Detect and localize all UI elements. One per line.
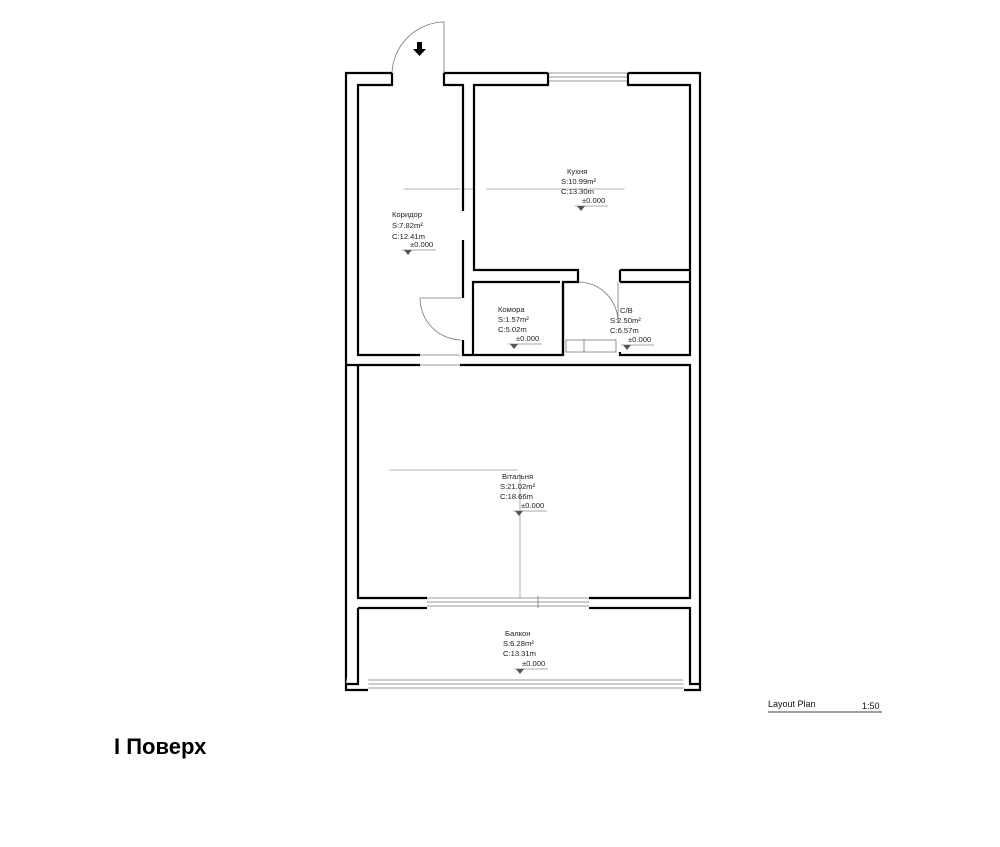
room-perimeter: C:13.31m (503, 649, 536, 658)
room-bathroom: С/В S:2.50m² C:6.57m ±0.000 (610, 306, 654, 350)
room-kitchen: Кухня S:10.99m² C:13.30m ±0.000 (561, 167, 608, 211)
door-swings (391, 21, 619, 366)
legend-scale: 1:50 (862, 701, 880, 711)
room-name: Комора (498, 305, 525, 314)
room-perimeter: C:6.57m (610, 326, 639, 335)
room-area: S:10.99m² (561, 177, 597, 186)
legend-title: Layout Plan (768, 699, 816, 709)
room-corridor: Коридор S:7.82m² C:12.41m ±0.000 (392, 210, 436, 255)
walls (344, 71, 702, 692)
room-level: ±0.000 (410, 240, 433, 249)
room-balcony: Балкон S:6.28m² C:13.31m ±0.000 (503, 629, 548, 674)
room-level: ±0.000 (582, 196, 605, 205)
level-marker-icon (508, 343, 542, 349)
room-name: Кухня (567, 167, 587, 176)
room-perimeter: C:5.02m (498, 325, 527, 334)
room-name: Коридор (392, 210, 422, 219)
room-perimeter: C:13.30m (561, 187, 594, 196)
room-level: ±0.000 (628, 335, 651, 344)
room-level: ±0.000 (522, 659, 545, 668)
room-level: ±0.000 (516, 334, 539, 343)
room-living: Вітальня S:21.02m² C:18.66m ±0.000 (500, 472, 547, 516)
room-area: S:21.02m² (500, 482, 536, 491)
room-name: Вітальня (502, 472, 533, 481)
level-marker-icon (513, 510, 547, 516)
room-perimeter: C:12.41m (392, 232, 425, 241)
level-marker-icon (621, 344, 654, 350)
floor-title: І Поверх (114, 734, 207, 759)
entrance-arrow-icon (413, 42, 426, 56)
level-marker-icon (402, 249, 436, 255)
plan-legend: Layout Plan 1:50 (768, 699, 882, 713)
room-level: ±0.000 (521, 501, 544, 510)
room-name: С/В (620, 306, 633, 315)
level-marker-icon (514, 668, 548, 674)
level-marker-icon (575, 205, 608, 211)
room-area: S:7.82m² (392, 221, 423, 230)
windows (368, 72, 684, 689)
room-area: S:2.50m² (610, 316, 641, 325)
room-area: S:1.57m² (498, 315, 529, 324)
room-name: Балкон (505, 629, 530, 638)
room-area: S:6.28m² (503, 639, 534, 648)
room-storage: Комора S:1.57m² C:5.02m ±0.000 (498, 305, 542, 349)
room-perimeter: C:18.66m (500, 492, 533, 501)
